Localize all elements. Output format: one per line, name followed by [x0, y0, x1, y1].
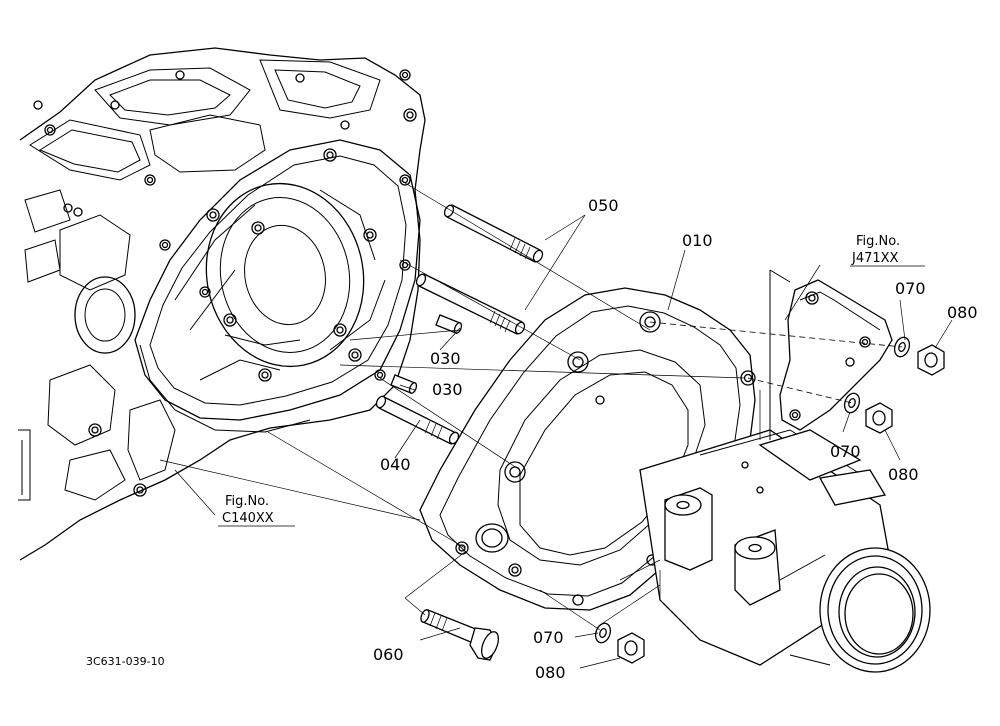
nut-080-low: [617, 632, 645, 664]
label-080-low: 080: [535, 663, 566, 682]
housing-010: [419, 287, 931, 673]
washer-070-low: [594, 622, 612, 644]
label-070-mid: 070: [830, 442, 861, 461]
figure-ref-j471: Fig.No. J471XX: [850, 234, 925, 267]
label-080-mid: 080: [888, 465, 919, 484]
figure-ref-c140: Fig.No. C140XX: [218, 494, 295, 527]
dowel-pin-upper: [435, 314, 463, 334]
label-040: 040: [380, 455, 411, 474]
stud-lower: [415, 273, 526, 335]
washer-070-mid: [843, 392, 861, 414]
stud-upper: [443, 204, 544, 263]
stud-040: [375, 395, 460, 445]
bolt-060: [420, 609, 499, 661]
dowel-pin-lower: [390, 374, 418, 394]
part-labels: 050 010 030 030 040 060 070 080 070 080 …: [373, 196, 978, 682]
label-030-lower: 030: [432, 380, 463, 399]
nut-080-top: [917, 344, 945, 376]
label-070-low: 070: [533, 628, 564, 647]
fig-code-c140: C140XX: [222, 511, 274, 526]
label-060: 060: [373, 645, 404, 664]
fig-no-label-c: Fig.No.: [225, 494, 269, 509]
label-010: 010: [682, 231, 713, 250]
engine-block: [18, 47, 426, 561]
drawing-code: 3C631-039-10: [86, 655, 165, 668]
label-080-top: 080: [947, 303, 978, 322]
label-030-upper: 030: [430, 349, 461, 368]
label-070-top: 070: [895, 279, 926, 298]
nut-080-mid: [865, 402, 893, 434]
fig-code-j471: J471XX: [851, 251, 899, 266]
label-050: 050: [588, 196, 619, 215]
alignment-lines: [159, 179, 903, 631]
fig-no-label-j: Fig.No.: [856, 234, 900, 249]
leader-lines: [174, 214, 953, 669]
